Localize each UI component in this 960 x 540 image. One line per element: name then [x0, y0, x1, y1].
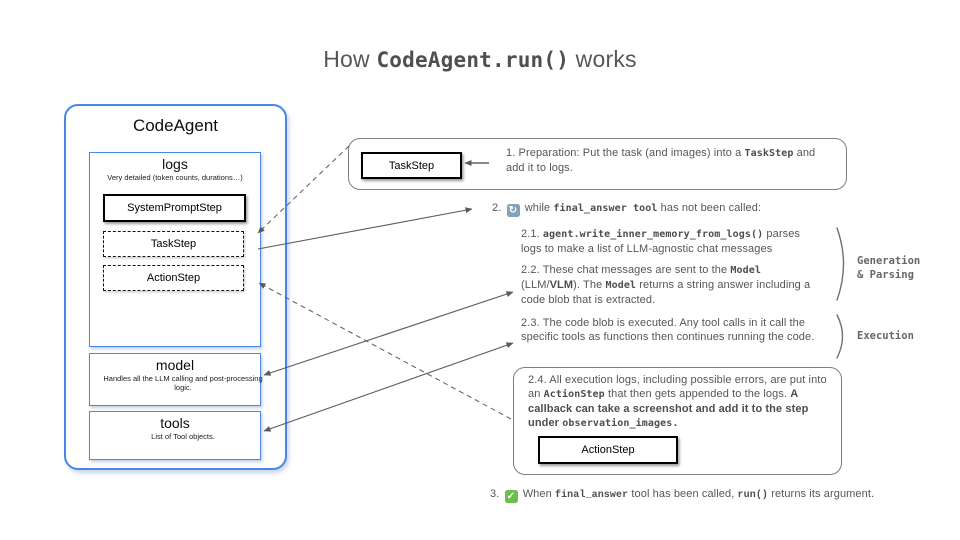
step1-text-line2: add it to logs. — [506, 162, 573, 174]
step1-text-line1: 1. Preparation: Put the task (and images… — [506, 147, 816, 159]
step1-text: 1. Preparation: Put the task (and images… — [506, 146, 841, 175]
step2-4-actionstep-label: ActionStep — [581, 444, 635, 456]
section-2-4-text: 2.4. All execution logs, including possi… — [528, 374, 827, 429]
step2-4-box: 2.4. All execution logs, including possi… — [513, 367, 842, 475]
tools-box: tools List of Tool objects. — [89, 411, 261, 460]
step2-4-actionstep-box: ActionStep — [538, 436, 678, 464]
step2-line: 2. ↻ while final_answer tool has not bee… — [492, 202, 762, 217]
bracket-generation-parsing — [836, 227, 845, 301]
step1-box: TaskStep 1. Preparation: Put the task (a… — [348, 138, 847, 190]
model-box: model Handles all the LLM calling and po… — [89, 353, 263, 406]
step3-line: 3. ✓ When final_answer tool has been cal… — [490, 488, 875, 503]
step1-taskstep-box: TaskStep — [361, 152, 462, 179]
arrow-tools-to-section23 — [263, 342, 514, 432]
task-step-box: TaskStep — [103, 231, 244, 257]
section-2-1-text: 2.1. agent.write_inner_memory_from_logs(… — [521, 228, 801, 255]
systemprompt-step-label: SystemPromptStep — [127, 202, 222, 214]
arrow-taskstep-to-step2 — [257, 207, 473, 250]
action-step-label: ActionStep — [146, 272, 201, 284]
generation-parsing-label: Generation & Parsing — [857, 255, 921, 281]
repeat-icon: ↻ — [506, 204, 520, 217]
slide-title: How CodeAgent.run() works — [0, 46, 960, 73]
task-step-label: TaskStep — [150, 238, 197, 250]
bracket-execution — [836, 314, 844, 359]
slide-title-suffix: works — [569, 46, 637, 72]
model-label: model — [155, 357, 195, 373]
step1-taskstep-label: TaskStep — [388, 159, 435, 172]
logs-subtitle: Very detailed (token counts, durations…) — [107, 173, 243, 182]
execution-label: Execution — [857, 330, 914, 342]
slide-title-prefix: How — [323, 46, 377, 72]
systemprompt-step-box: SystemPromptStep — [103, 194, 246, 222]
logs-label: logs — [162, 156, 188, 172]
check-icon: ✓ — [504, 490, 518, 503]
section-2-3-text: 2.3. The code blob is executed. Any tool… — [521, 317, 815, 343]
arrow-model-to-section22 — [263, 291, 514, 376]
logs-box: logs Very detailed (token counts, durati… — [89, 152, 261, 347]
section-2-1-2-2: 2.1. agent.write_inner_memory_from_logs(… — [521, 227, 817, 314]
tools-subtitle: List of Tool objects. — [151, 432, 215, 441]
slide-title-code: CodeAgent.run() — [376, 48, 570, 72]
codeagent-label: CodeAgent — [132, 116, 219, 135]
tools-label: tools — [160, 415, 190, 431]
action-step-box: ActionStep — [103, 265, 244, 291]
section-2-2-text: 2.2. These chat messages are sent to the… — [521, 264, 811, 306]
arrow-dashed-box24-to-actionstep — [258, 282, 512, 420]
codeagent-container: CodeAgent logs Very detailed (token coun… — [64, 104, 287, 470]
model-subtitle: Handles all the LLM calling and post-pro… — [103, 374, 263, 392]
